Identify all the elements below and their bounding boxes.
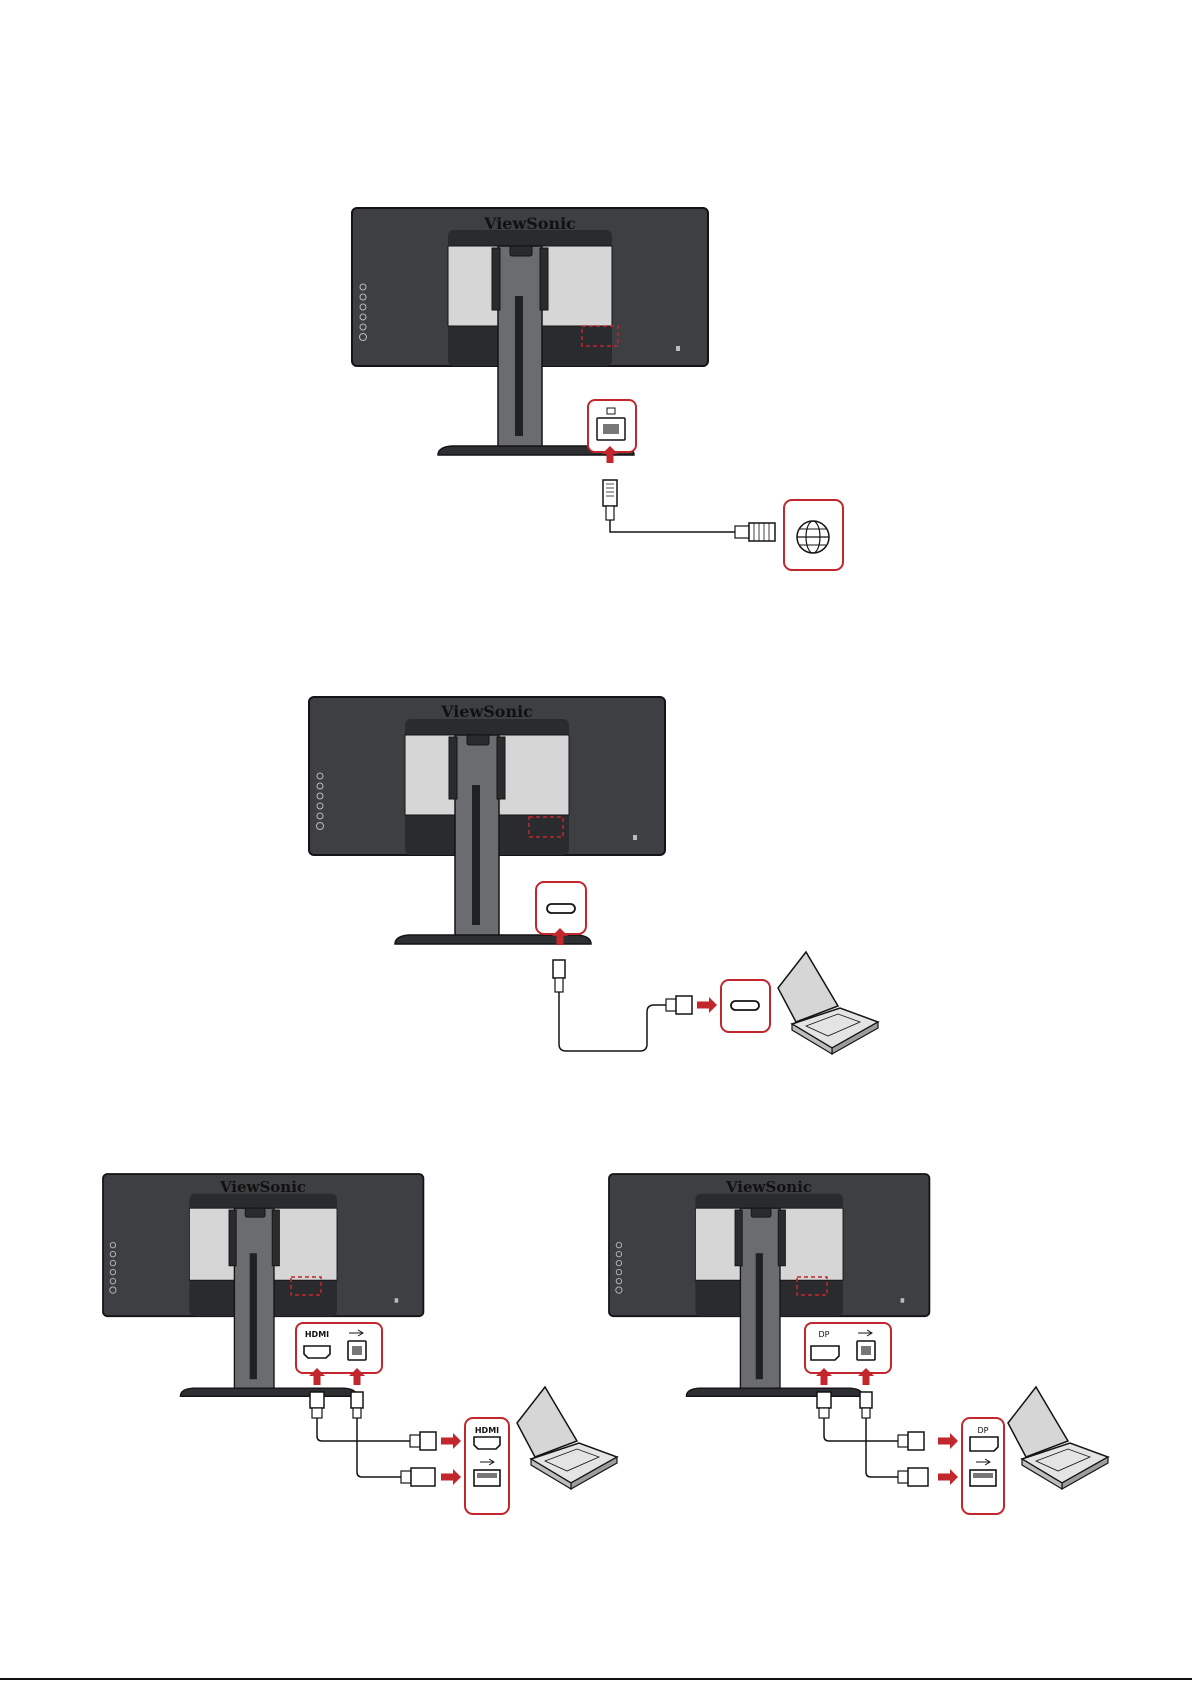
cable-plug-icon [401, 1468, 435, 1486]
dp-usb-port-callout: DP [805, 1323, 891, 1373]
cable-plug-icon [410, 1432, 436, 1450]
laptop-icon [778, 952, 878, 1054]
internet-callout [784, 500, 843, 570]
hdmi-usb-port-callout: HDMI [296, 1323, 382, 1373]
hdmi-port-icon [474, 1437, 500, 1449]
cable-plug-icon [603, 480, 617, 520]
cable-plug-icon [898, 1432, 924, 1450]
laptop-ports-callout: DP [962, 1418, 1004, 1514]
monitor-rear-view [352, 208, 708, 455]
brand-label: ViewSonic [440, 702, 533, 721]
laptop-icon [517, 1387, 617, 1489]
brand-label: ViewSonic [219, 1178, 306, 1196]
usb-cable [357, 1418, 401, 1477]
displayport-icon [970, 1437, 998, 1451]
connection-arrow-icon [441, 1433, 461, 1449]
hdmi-port-icon [304, 1346, 330, 1358]
lan-cable [610, 520, 735, 532]
dp-label: DP [978, 1426, 989, 1435]
cable-plug-icon [735, 523, 775, 541]
usb-c-port-callout [536, 882, 586, 934]
connection-arrow-icon [938, 1433, 958, 1449]
usb-c-port-icon [547, 904, 575, 913]
displayport-cable [824, 1418, 898, 1441]
brand-label: ViewSonic [725, 1178, 812, 1196]
cable-plug-icon [817, 1392, 831, 1418]
hdmi-label: HDMI [305, 1330, 329, 1339]
lan-connection-diagram: ViewSonic [352, 208, 843, 570]
connection-arrow-icon [697, 997, 717, 1013]
laptop-icon [1008, 1387, 1108, 1489]
usb-c-cable [559, 992, 666, 1051]
usb-cable [866, 1418, 898, 1477]
usb-c-port-icon [731, 1001, 759, 1010]
dp-usb-connection-diagram: ViewSonic DP [609, 1174, 1108, 1514]
brand-label: ViewSonic [483, 214, 576, 233]
ethernet-port-callout [588, 400, 636, 452]
cable-plug-icon [351, 1392, 363, 1418]
usb-a-port-icon [970, 1470, 996, 1486]
hdmi-cable [317, 1418, 410, 1441]
hdmi-usb-connection-diagram: ViewSonic HDMI [103, 1174, 617, 1514]
monitor-rear-view [309, 697, 665, 944]
cable-plug-icon [898, 1468, 928, 1486]
laptop-ports-callout: HDMI [465, 1418, 509, 1514]
cable-plug-icon [860, 1392, 872, 1418]
cable-plug-icon [310, 1392, 324, 1418]
usb-c-connection-diagram: ViewSonic [309, 697, 878, 1054]
footer-rule [0, 1678, 1192, 1680]
connection-arrow-icon [441, 1469, 461, 1485]
usb-a-port-icon [474, 1470, 500, 1486]
hdmi-label: HDMI [475, 1426, 499, 1435]
usb-c-port-callout [721, 980, 770, 1032]
displayport-icon [811, 1346, 839, 1360]
connection-arrow-icon [938, 1469, 958, 1485]
cable-plug-icon [553, 960, 565, 992]
dp-label: DP [819, 1330, 830, 1339]
cable-plug-icon [666, 996, 692, 1014]
